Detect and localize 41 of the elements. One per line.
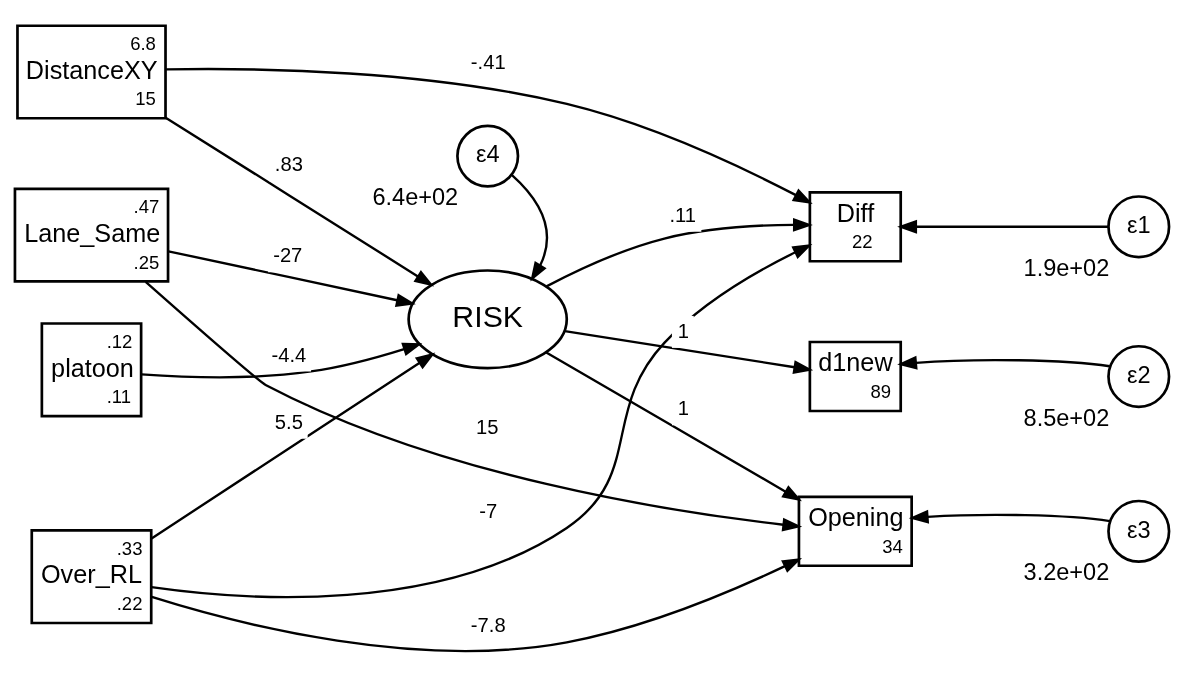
arrow — [165, 116, 435, 287]
edge-label: -4.4 — [271, 343, 307, 366]
node-box: Opening 34 — [797, 495, 913, 568]
node-circle: ε1 — [1107, 195, 1171, 259]
edge-label: 5.5 — [274, 410, 303, 433]
arrow — [165, 67, 813, 204]
node-circle: ε2 — [1107, 344, 1171, 409]
arrow — [151, 558, 803, 653]
edge-label: 15 — [475, 415, 499, 438]
node-box: .33 Over_RL .22 — [30, 529, 153, 625]
edge-label: .11 — [669, 203, 696, 226]
node-label: 1.9e+02 — [1023, 254, 1110, 281]
node-circle: ε3 — [1107, 499, 1171, 563]
node-box: .12 platoon .11 — [40, 322, 143, 418]
node-box: 6.8 DistanceXY 15 — [16, 24, 167, 120]
node-circle: ε4 — [456, 124, 520, 188]
node-box: d1new 89 — [808, 340, 903, 413]
arrow — [150, 352, 436, 540]
node-label: 8.5e+02 — [1023, 404, 1110, 431]
edge-label: -27 — [273, 244, 303, 267]
arrow — [908, 509, 1111, 524]
edge-label: -7 — [479, 499, 498, 522]
edge-label: .83 — [274, 153, 303, 176]
arrow — [897, 219, 1109, 234]
arrow — [510, 173, 549, 282]
arrow — [564, 330, 814, 374]
arrow — [545, 217, 813, 288]
arrow — [144, 280, 803, 532]
arrow — [168, 250, 416, 307]
node-label: 6.4e+02 — [372, 184, 459, 211]
edge-label: 1 — [677, 397, 690, 420]
arrow — [545, 351, 802, 502]
arrow — [897, 355, 1110, 370]
arrow — [141, 342, 423, 379]
node-box: .47 Lane_Same .25 — [13, 187, 170, 283]
edge-label: 1 — [677, 319, 690, 342]
edge-label: -.41 — [470, 50, 506, 73]
arrow — [151, 244, 813, 599]
edge-label: -7.8 — [470, 614, 506, 637]
node-box: Diff 22 — [808, 190, 903, 263]
node-label: 3.2e+02 — [1023, 559, 1110, 586]
